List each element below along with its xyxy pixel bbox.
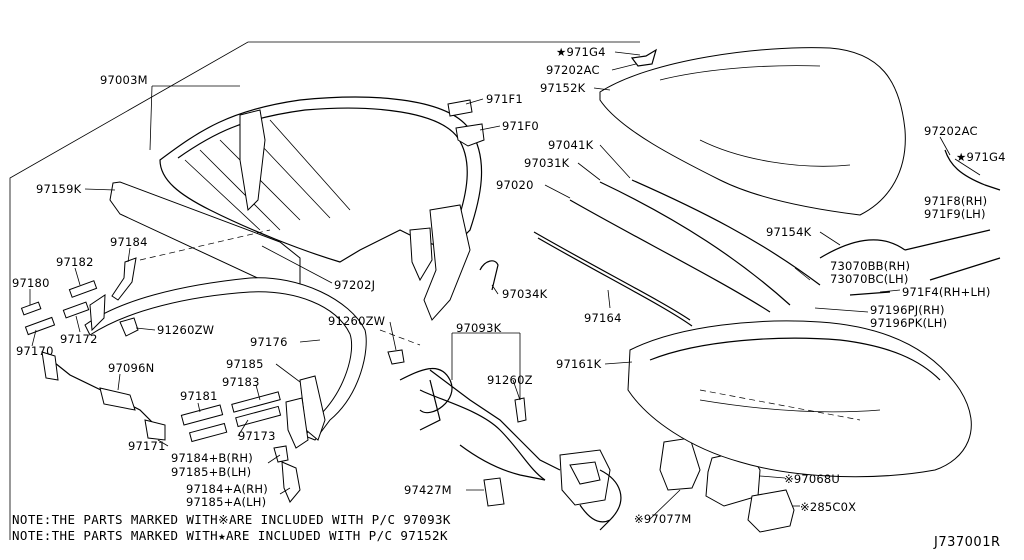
bow-97164 <box>533 231 691 321</box>
bow-97041k <box>631 179 821 286</box>
label-97020: 97020 <box>496 178 534 192</box>
label-97176: 97176 <box>250 335 288 349</box>
label-97182: 97182 <box>56 255 94 269</box>
guide-line-2 <box>379 329 421 346</box>
label-971f0: 971F0 <box>502 119 539 133</box>
latch-971f0 <box>455 123 485 147</box>
label-97159k: 97159K <box>36 182 82 196</box>
label-97161k: 97161K <box>556 357 602 371</box>
module-285c0x <box>747 489 795 533</box>
bow-97031k <box>599 181 791 306</box>
label-97093k: 97093K <box>456 321 502 335</box>
piece-97184-b <box>273 445 289 463</box>
label-97152k: 97152K <box>540 81 586 95</box>
rear-panel-97161k <box>627 320 972 478</box>
label-97164: 97164 <box>584 311 622 325</box>
label-91260zw-left: 91260ZW <box>157 323 214 337</box>
wire-971g4-top <box>630 48 657 67</box>
guide-line-3 <box>699 389 861 421</box>
piece-97185-a <box>281 461 301 503</box>
bracket-97184 <box>111 257 137 301</box>
note-line-2: NOTE:THE PARTS MARKED WITH★ARE INCLUDED … <box>12 528 448 543</box>
label-97427m: 97427M <box>404 483 452 497</box>
label-97185-a-lh: 97185+A(LH) <box>186 495 266 509</box>
label-97096n: 97096N <box>108 361 154 375</box>
top-frame-assembly <box>159 96 483 321</box>
pillar-97184-a <box>285 397 309 449</box>
label-97184-b-rh: 97184+B(RH) <box>171 451 253 465</box>
bracket-97034k <box>479 260 499 291</box>
label-971g4-right: ★971G4 <box>956 150 1006 164</box>
label-91260z: 91260Z <box>487 373 533 387</box>
label-97185: 97185 <box>226 357 264 371</box>
link-97184-b <box>89 294 106 332</box>
label-971g4-top: ★971G4 <box>556 45 606 59</box>
label-97003m: 97003M <box>100 73 148 87</box>
label-971f1: 971F1 <box>486 92 523 106</box>
top-panel-97152k <box>599 47 906 216</box>
cable-97202ac-right <box>944 149 1001 191</box>
label-97181: 97181 <box>180 389 218 403</box>
label-971f9-lh: 971F9(LH) <box>924 207 986 221</box>
bracket-97170 <box>24 316 56 336</box>
hydraulic-lines-97093k <box>399 367 561 481</box>
label-97202ac-top: 97202AC <box>546 63 600 77</box>
latch-971f1 <box>447 99 473 117</box>
label-97196pk-lh: 97196PK(LH) <box>870 316 947 330</box>
label-97154k: 97154K <box>766 225 812 239</box>
label-97185-b-lh: 97185+B(LH) <box>171 465 251 479</box>
bracket-97172 <box>62 301 90 319</box>
clip-91260zw <box>119 317 139 337</box>
cable-97154k <box>819 239 906 259</box>
leader-lines <box>29 51 981 520</box>
strip-97181b <box>188 422 228 443</box>
label-97202ac-right: 97202AC <box>924 124 978 138</box>
pump-assembly <box>559 449 622 531</box>
bracket-97180 <box>20 301 42 316</box>
module-97077m <box>659 437 701 491</box>
label-97202j: 97202J <box>334 278 375 292</box>
label-97172: 97172 <box>60 332 98 346</box>
label-97170: 97170 <box>16 344 54 358</box>
label-97180: 97180 <box>12 276 50 290</box>
bow-97020 <box>569 199 771 313</box>
label-97184-a-rh: 97184+A(RH) <box>186 482 268 496</box>
label-97034k: 97034K <box>502 287 548 301</box>
bracket-97182 <box>68 280 98 298</box>
clip-91260z <box>514 397 527 423</box>
strip-97183 <box>231 391 281 413</box>
drawing-code: J737001R <box>933 535 1001 550</box>
linkage-97096n <box>41 351 166 441</box>
label-97031k: 97031K <box>524 156 570 170</box>
label-97171: 97171 <box>128 439 166 453</box>
side-rail-97176 <box>84 277 367 441</box>
rod-971f4 <box>849 257 1001 296</box>
label-97184: 97184 <box>110 235 148 249</box>
label-97041k: 97041K <box>548 138 594 152</box>
note-line-1: NOTE:THE PARTS MARKED WITH※ARE INCLUDED … <box>12 512 451 527</box>
strip-97181 <box>180 404 224 426</box>
label-73070bc-lh: 73070BC(LH) <box>830 272 909 286</box>
diagram-frame <box>9 41 640 540</box>
label-971f4: 971F4(RH+LH) <box>902 285 991 299</box>
rod-971f8 <box>904 229 991 251</box>
label-97077m: ※97077M <box>634 512 692 526</box>
label-971f8-rh: 971F8(RH) <box>924 194 987 208</box>
clip-91260zw-center <box>387 349 405 365</box>
label-97183: 97183 <box>222 375 260 389</box>
guide-line-1 <box>139 229 271 261</box>
part-labels: 97003M 97159K 97184 97182 97180 97172 97… <box>12 45 1006 526</box>
label-73070bb-rh: 73070BB(RH) <box>830 259 910 273</box>
label-97196pj-rh: 97196PJ(RH) <box>870 303 945 317</box>
label-285c0x: ※285C0X <box>800 500 856 514</box>
label-97068u: ※97068U <box>784 472 840 486</box>
block-97427m <box>483 477 505 507</box>
label-91260zw-center: 91260ZW <box>328 314 385 328</box>
label-97173: 97173 <box>238 429 276 443</box>
